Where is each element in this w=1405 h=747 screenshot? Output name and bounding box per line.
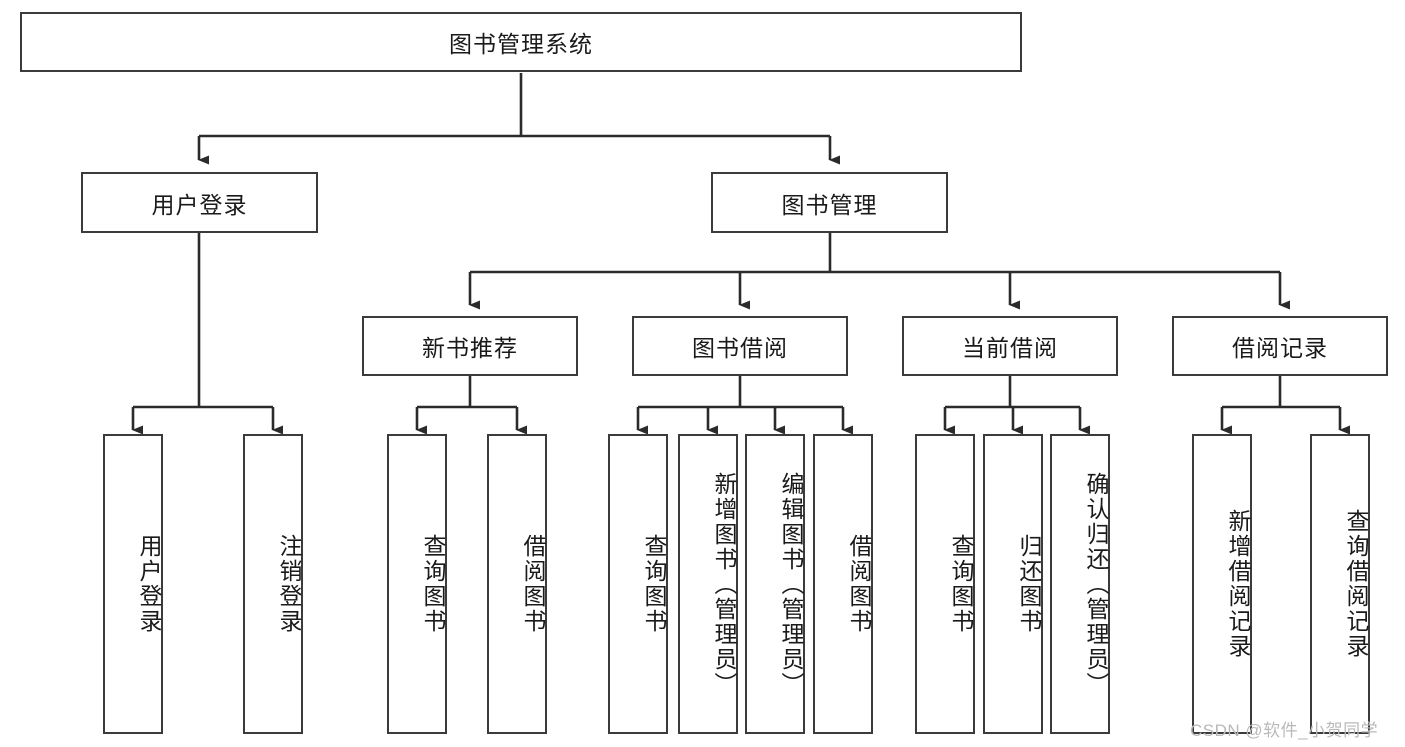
node-label: 查询借阅记录 bbox=[1343, 509, 1369, 659]
leaf-current-borrow-confirm-return-admin[interactable]: 确认归还（管理员） bbox=[1050, 434, 1110, 734]
node-label: 图书管理 bbox=[781, 191, 878, 218]
node-root-book-management-system[interactable]: 图书管理系统 bbox=[20, 12, 1022, 72]
node-book-borrow[interactable]: 图书借阅 bbox=[632, 316, 848, 376]
node-borrow-record[interactable]: 借阅记录 bbox=[1172, 316, 1388, 376]
node-label: 借阅记录 bbox=[1232, 335, 1328, 361]
node-label: 借阅图书 bbox=[520, 534, 546, 634]
node-label: 当前借阅 bbox=[962, 335, 1058, 361]
csdn-watermark: CSDN @软件_小贺同学 bbox=[1190, 721, 1379, 740]
leaf-book-borrow-add-book-admin[interactable]: 新增图书（管理员） bbox=[678, 434, 738, 734]
leaf-book-borrow-borrow-books[interactable]: 借阅图书 bbox=[813, 434, 873, 734]
leaf-new-book-query-books[interactable]: 查询图书 bbox=[387, 434, 447, 734]
node-user-login[interactable]: 用户登录 bbox=[81, 172, 318, 233]
leaf-book-borrow-query-books[interactable]: 查询图书 bbox=[608, 434, 668, 734]
leaf-user-login-logout[interactable]: 注销登录 bbox=[243, 434, 303, 734]
node-current-borrow[interactable]: 当前借阅 bbox=[902, 316, 1118, 376]
leaf-borrow-record-query-record[interactable]: 查询借阅记录 bbox=[1310, 434, 1370, 734]
leaf-user-login-login[interactable]: 用户登录 bbox=[103, 434, 163, 734]
node-label: 编辑图书（管理员） bbox=[778, 471, 804, 697]
node-label: 查询图书 bbox=[641, 534, 667, 634]
node-label: 图书管理系统 bbox=[449, 31, 593, 57]
node-label: 归还图书 bbox=[1016, 534, 1042, 634]
node-label: 查询图书 bbox=[420, 534, 446, 634]
node-new-book-recommend[interactable]: 新书推荐 bbox=[362, 316, 578, 376]
leaf-book-borrow-edit-book-admin[interactable]: 编辑图书（管理员） bbox=[745, 434, 805, 734]
node-label: 新书推荐 bbox=[422, 335, 518, 361]
leaf-borrow-record-add-record[interactable]: 新增借阅记录 bbox=[1192, 434, 1252, 734]
leaf-current-borrow-query-books[interactable]: 查询图书 bbox=[915, 434, 975, 734]
node-label: 用户登录 bbox=[151, 191, 248, 218]
node-label: 图书借阅 bbox=[692, 335, 788, 361]
node-label: 新增借阅记录 bbox=[1225, 509, 1251, 659]
node-label: 新增图书（管理员） bbox=[711, 471, 737, 697]
node-label: 用户登录 bbox=[136, 534, 162, 634]
node-book-management[interactable]: 图书管理 bbox=[711, 172, 948, 233]
node-label: 借阅图书 bbox=[846, 534, 872, 634]
leaf-current-borrow-return-books[interactable]: 归还图书 bbox=[983, 434, 1043, 734]
node-label: 确认归还（管理员） bbox=[1083, 471, 1109, 697]
node-label: 查询图书 bbox=[948, 534, 974, 634]
node-label: 注销登录 bbox=[276, 534, 302, 634]
leaf-new-book-borrow-books[interactable]: 借阅图书 bbox=[487, 434, 547, 734]
